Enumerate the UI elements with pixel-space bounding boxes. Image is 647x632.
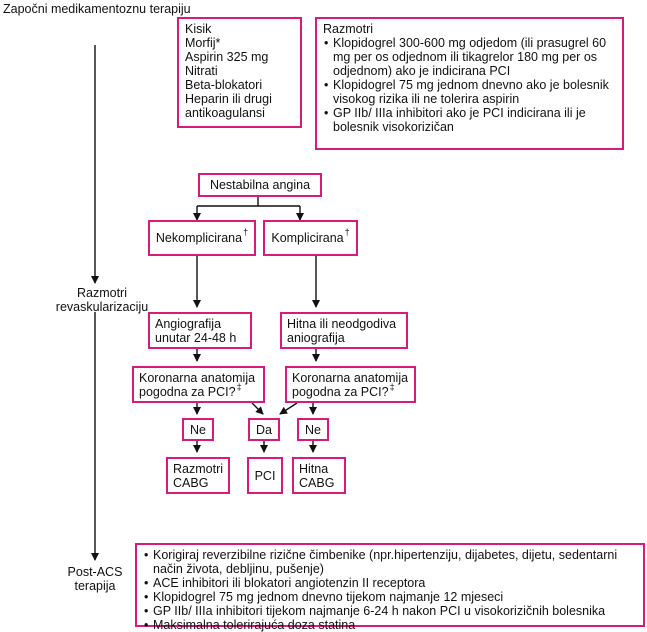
- med-item: Heparin ili drugi: [185, 92, 272, 106]
- yes-box: Da: [248, 418, 280, 441]
- med-item: antikoagulansi: [185, 106, 265, 120]
- angiography-24-48h-box: Angiografija unutar 24-48 h: [148, 312, 252, 349]
- anat-left-line: pogodna za PCI?‡: [139, 382, 258, 400]
- consider-therapy-box: Razmotri Klopidogrel 300-600 mg odjedom …: [315, 17, 624, 150]
- angio-right-line: aniografija: [287, 331, 345, 345]
- anat-left-mark: ‡: [236, 382, 242, 392]
- complicated-mark: †: [344, 227, 350, 237]
- unstable-angina-box: Nestabilna angina: [198, 173, 322, 197]
- initial-medications-box: Kisik Morfij* Aspirin 325 mg Nitrati Bet…: [177, 17, 302, 128]
- med-item: Aspirin 325 mg: [185, 50, 269, 64]
- complicated-text: Komplicirana: [271, 231, 344, 245]
- uncomplicated-box: Nekomplicirana†: [148, 220, 256, 256]
- urgent-cabg-box: Hitna CABG: [292, 457, 346, 494]
- no-left-box: Ne: [182, 418, 214, 441]
- anatomy-right-box: Koronarna anatomija pogodna za PCI?‡: [285, 366, 416, 403]
- uncomplicated-mark: †: [243, 227, 249, 237]
- anat-right-line: Koronarna anatomija: [292, 371, 409, 385]
- angio-right-line: Hitna ili neodgodiva: [287, 317, 397, 331]
- postacs-item: ACE inhibitori ili blokatori angiotenzin…: [143, 576, 637, 590]
- consider-item: GP IIb/ IIIa inhibitori ako je PCI indic…: [323, 106, 616, 134]
- no-right-box: Ne: [297, 418, 329, 441]
- arrow-left-to-da: [251, 402, 264, 415]
- anat-left-line: Koronarna anatomija: [139, 371, 256, 385]
- angio-left-line: unutar 24-48 h: [155, 331, 237, 345]
- angio-left-line: Angiografija: [155, 317, 222, 331]
- anat-left-question: pogodna za PCI?: [139, 385, 236, 399]
- pci-box: PCI: [247, 457, 283, 494]
- revascularization-label: Razmotri revaskularizaciju: [48, 286, 156, 314]
- urgent-angiography-box: Hitna ili neodgodiva aniografija: [280, 312, 408, 349]
- cabg-left-line: CABG: [173, 476, 209, 490]
- anat-right-line: pogodna za PCI?‡: [292, 382, 409, 400]
- start-therapy-label: Započni medikamentoznu terapiju: [3, 2, 191, 16]
- consider-cabg-box: Razmotri CABG: [166, 457, 230, 494]
- revasc-line-1: Razmotri: [76, 286, 127, 300]
- med-item: Morfij*: [185, 36, 221, 50]
- postacs-item: GP IIb/ IIIa inhibitori tijekom najmanje…: [143, 604, 637, 618]
- cabg-right-line: CABG: [299, 476, 335, 490]
- postacs-item: Maksimalna tolerirajuća doza statina: [143, 618, 637, 632]
- revasc-line-2: revaskularizaciju: [55, 300, 149, 314]
- anat-right-mark: ‡: [389, 382, 395, 392]
- post-acs-therapy-box: Korigiraj reverzibilne rizične čimbenike…: [135, 543, 645, 632]
- anat-right-question: pogodna za PCI?: [292, 385, 389, 399]
- postacs-list: Korigiraj reverzibilne rizične čimbenike…: [143, 548, 637, 632]
- consider-item: Klopidogrel 300-600 mg odjedom (ili pras…: [323, 36, 616, 78]
- consider-list: Klopidogrel 300-600 mg odjedom (ili pras…: [323, 36, 616, 134]
- postacs-item: Korigiraj reverzibilne rizične čimbenike…: [143, 548, 637, 576]
- cabg-right-line: Hitna: [299, 462, 329, 476]
- anatomy-left-box: Koronarna anatomija pogodna za PCI?‡: [132, 366, 265, 403]
- med-item: Beta-blokatori: [185, 78, 263, 92]
- med-item: Kisik: [185, 22, 212, 36]
- postacs-line-2: terapija: [74, 579, 116, 593]
- complicated-box: Komplicirana†: [263, 220, 358, 256]
- uncomplicated-text: Nekomplicirana: [155, 231, 243, 245]
- postacs-item: Klopidogrel 75 mg jednom dnevno tijekom …: [143, 590, 637, 604]
- med-item: Nitrati: [185, 64, 218, 78]
- cabg-left-line: Razmotri: [173, 462, 224, 476]
- post-acs-label: Post-ACS terapija: [62, 565, 128, 593]
- consider-item: Klopidogrel 75 mg jednom dnevno ako je b…: [323, 78, 616, 106]
- arrow-right-to-da: [279, 402, 298, 415]
- postacs-line-1: Post-ACS: [67, 565, 123, 579]
- consider-title: Razmotri: [323, 22, 374, 36]
